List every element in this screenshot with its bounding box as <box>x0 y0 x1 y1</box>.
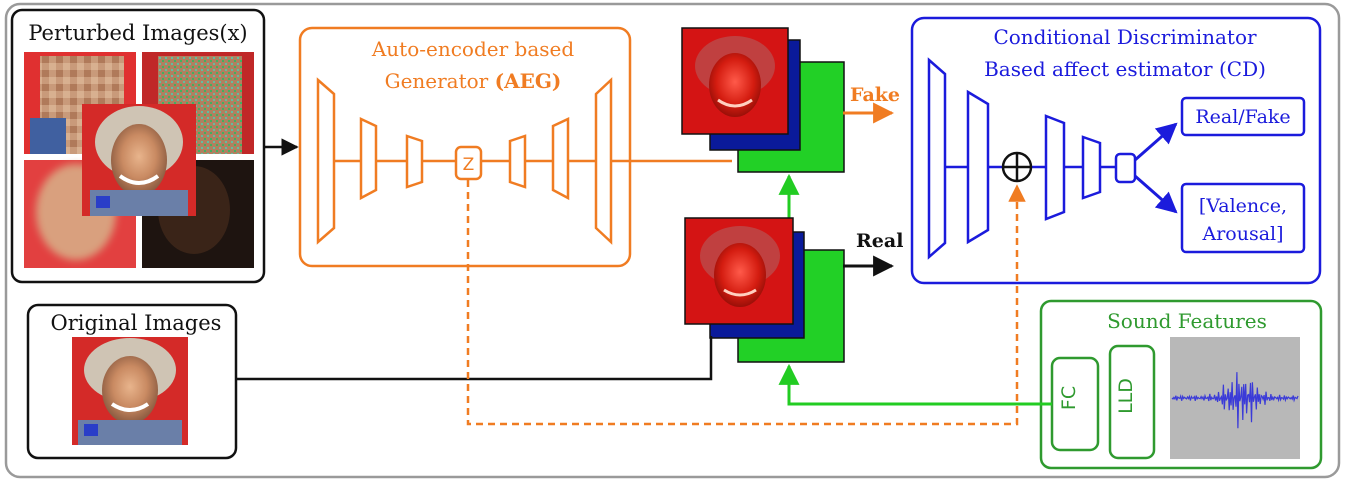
real-label: Real <box>856 230 903 252</box>
original-images-title: Original Images <box>51 311 222 335</box>
audio-waveform-image <box>1170 337 1300 459</box>
latent-z-label: Z <box>463 155 475 175</box>
branch-real-fake <box>1134 122 1178 162</box>
disc-layer-1 <box>927 57 947 260</box>
generator-title-line1: Auto-encoder based <box>371 37 575 61</box>
discriminator-title-line1: Conditional Discriminator <box>993 25 1257 49</box>
original-face-image <box>72 337 188 445</box>
generator-panel: Auto-encoder based Generator (AEG) Z <box>298 26 732 268</box>
decoder-layer-3 <box>594 77 613 245</box>
encoder-layer-1 <box>316 77 336 245</box>
discriminator-title-line2: Based affect estimator (CD) <box>984 57 1266 81</box>
output-arousal-label: Arousal] <box>1201 223 1283 245</box>
outer-frame <box>4 2 1341 479</box>
lld-block <box>1108 344 1156 460</box>
decoder-layer-2 <box>551 117 570 201</box>
branch-valence-arousal <box>1134 174 1178 214</box>
noisy-face-image <box>142 52 254 154</box>
clean-face-image <box>82 104 196 216</box>
encoder-layer-2 <box>359 117 378 201</box>
real-image-stack <box>684 217 845 363</box>
fake-image-stack <box>681 27 845 173</box>
sound-features-panel: Sound Features FC LLD <box>1039 299 1323 470</box>
fc-label: FC <box>1058 386 1080 410</box>
lld-label: LLD <box>1115 378 1137 414</box>
disc-layer-2 <box>966 89 990 245</box>
perturbed-images-title: Perturbed Images(x) <box>28 21 247 45</box>
disc-head-box <box>1114 152 1137 184</box>
perturbed-images-panel: Perturbed Images(x) <box>10 8 266 284</box>
output-real-fake-box <box>1180 96 1306 137</box>
disc-layer-3 <box>1044 114 1066 221</box>
latent-to-discriminator-dashed <box>466 180 1026 426</box>
discriminator-panel: Conditional Discriminator Based affect e… <box>910 16 1322 285</box>
output-valence-label: [Valence, <box>1199 195 1287 217</box>
sound-to-real-line <box>778 363 1052 406</box>
sound-features-title: Sound Features <box>1107 309 1267 333</box>
encoder-layer-3 <box>405 134 424 189</box>
output-real-fake-label: Real/Fake <box>1195 106 1290 128</box>
fake-label: Fake <box>850 84 900 106</box>
original-to-real-line <box>236 336 713 381</box>
original-images-panel: Original Images <box>26 303 238 460</box>
latent-z-box <box>454 145 483 181</box>
disc-layer-4 <box>1081 135 1102 200</box>
decoder-layer-1 <box>508 134 527 189</box>
generator-title-line2: Generator (AEG) <box>385 69 562 93</box>
output-valence-arousal-box <box>1180 182 1306 254</box>
